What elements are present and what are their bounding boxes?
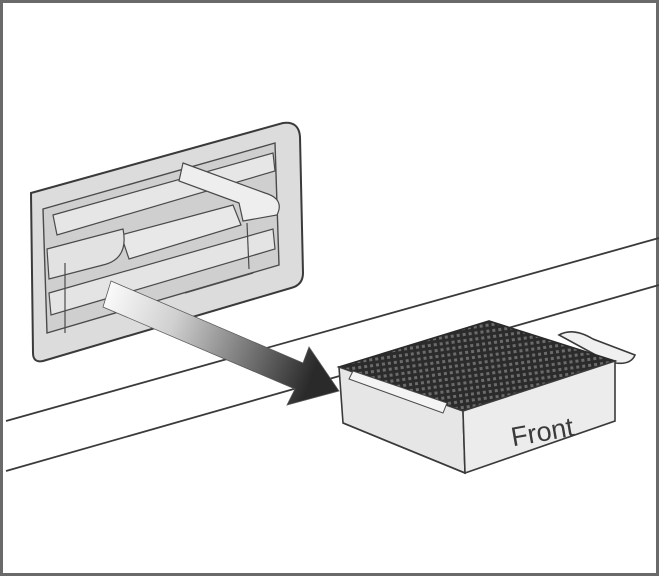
- filter-cartridge: Front: [336, 320, 637, 475]
- shelf-edge-lines: [5, 237, 659, 472]
- filter-installation-diagram: Front: [5, 121, 659, 475]
- filter-housing: [29, 121, 305, 363]
- insert-direction-arrow-icon: [102, 280, 340, 406]
